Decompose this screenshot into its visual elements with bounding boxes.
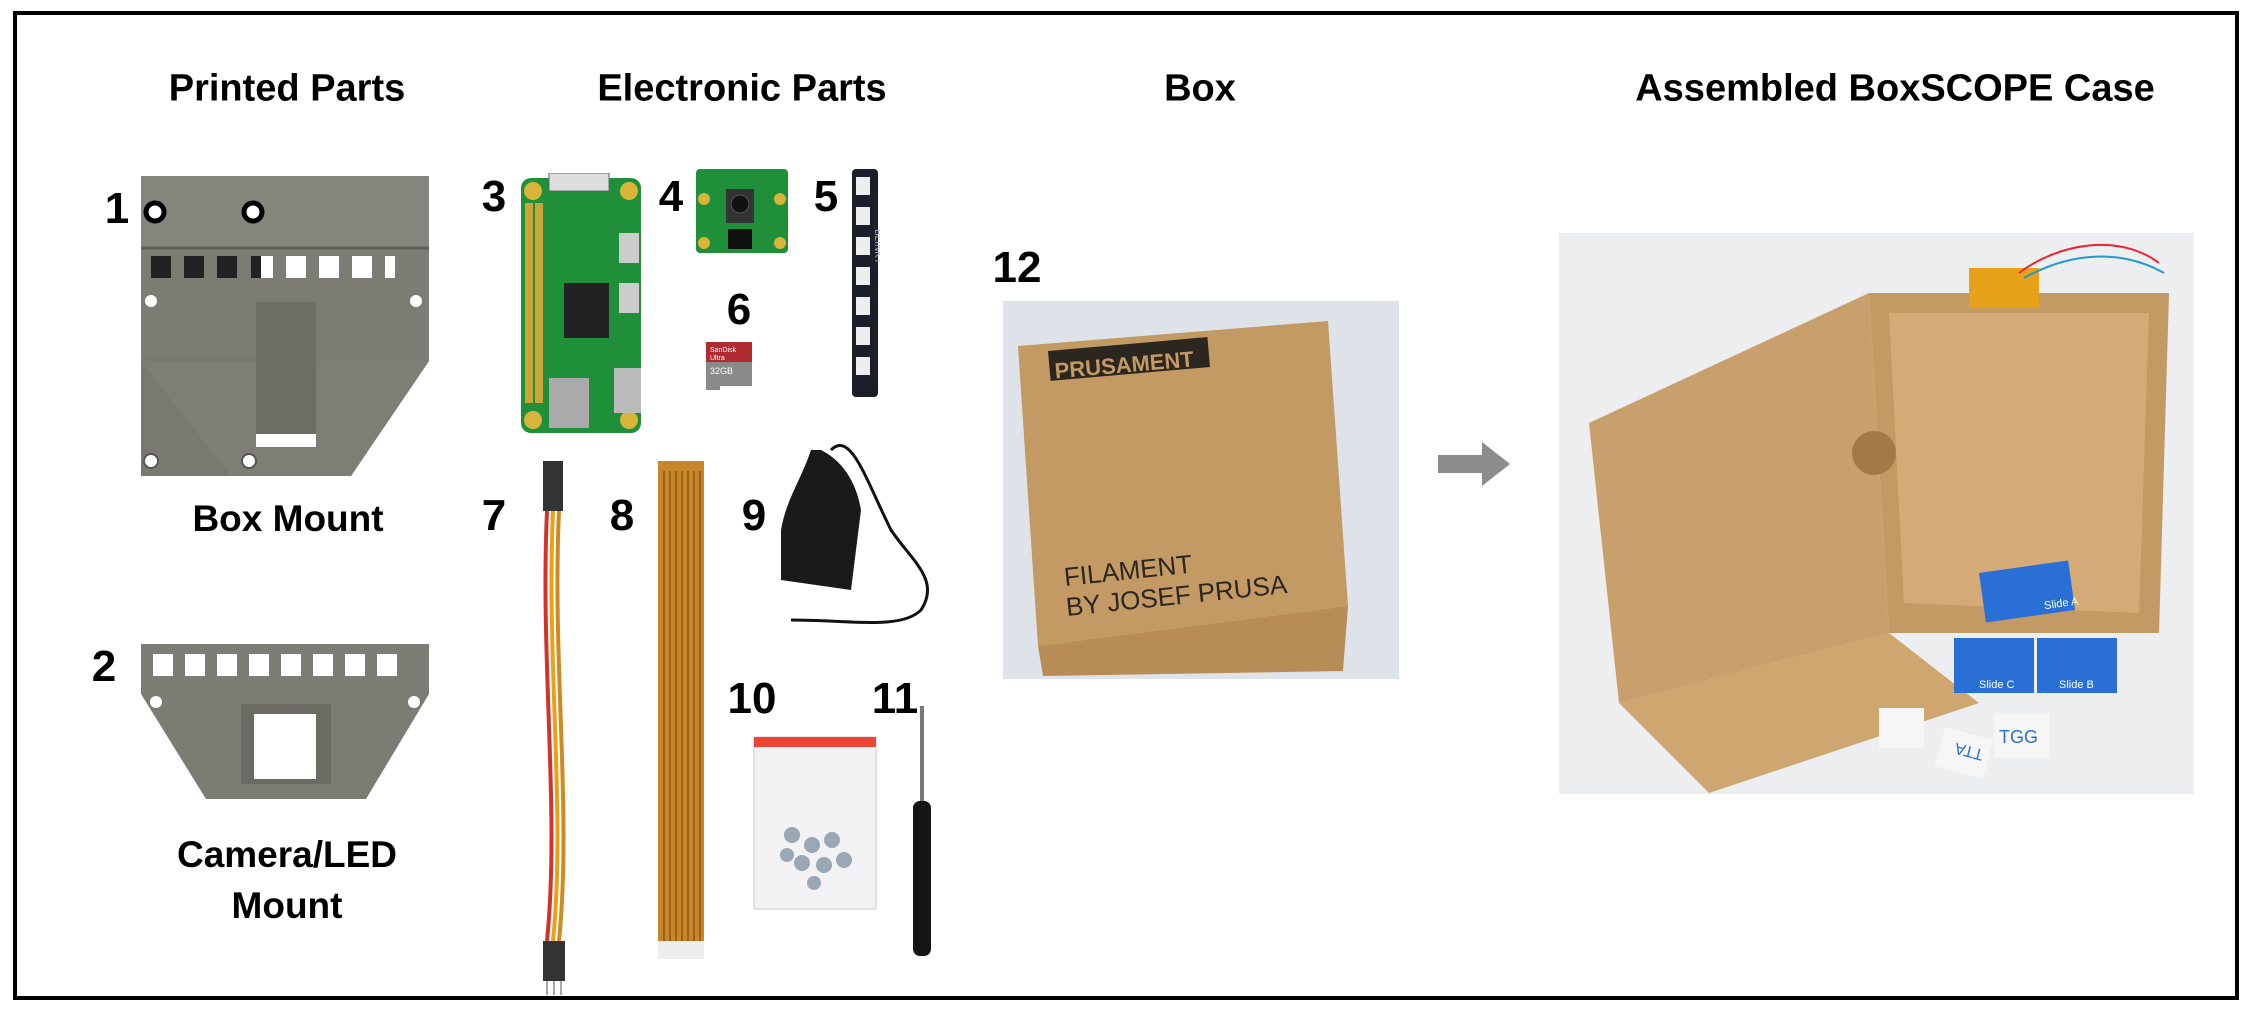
- power-adapter-image: [781, 444, 929, 624]
- camera-module-image: [696, 169, 788, 253]
- slide-a-text: Slide A: [2043, 595, 2079, 612]
- part-number-11: 11: [871, 674, 919, 723]
- led-strip-text: BLINKT: [872, 229, 880, 264]
- raspberry-pi-zero-image: [521, 173, 641, 433]
- heading-electronic-parts: Electronic Parts: [597, 67, 887, 110]
- label-box-mount: Box Mount: [192, 498, 384, 539]
- part-number-2: 2: [91, 642, 117, 691]
- part-number-10: 10: [727, 674, 777, 723]
- sd-line-text: Ultra: [710, 355, 725, 362]
- prusament-box-photo: PRUSAMENT FILAMENT BY JOSEF PRUSA: [1003, 301, 1399, 679]
- jumper-cable-image: [543, 461, 566, 995]
- sd-brand-text: SanDisk: [710, 347, 737, 354]
- part-number-3: 3: [481, 172, 507, 221]
- heading-box: Box: [1164, 67, 1236, 110]
- part-number-6: 6: [726, 285, 752, 334]
- assembled-case-photo: Slide A Slide C Slide B TTA TGG: [1559, 233, 2194, 794]
- part-number-7: 7: [481, 491, 507, 540]
- part-number-1: 1: [104, 184, 130, 233]
- figure-frame: [13, 11, 2239, 1000]
- part-number-12: 12: [992, 243, 1042, 292]
- slide-b-text: Slide B: [2059, 679, 2094, 691]
- box-mount-image: [141, 176, 429, 476]
- part-number-8: 8: [609, 491, 635, 540]
- slide-c-text: Slide C: [1979, 679, 2015, 691]
- screwdriver-image: [913, 706, 931, 956]
- led-strip-image: BLINKT: [852, 169, 880, 397]
- ribbon-cable-image: [658, 461, 704, 959]
- part-number-5: 5: [813, 172, 839, 221]
- label-camera-led-line1: Camera/LED: [176, 834, 398, 875]
- right-arrow-icon: [1438, 442, 1510, 486]
- part-number-9: 9: [741, 491, 767, 540]
- tile-tgg-text: TGG: [1999, 727, 2038, 747]
- heading-printed-parts: Printed Parts: [168, 67, 406, 110]
- label-camera-led-line2: Mount: [231, 885, 343, 926]
- heading-assembled-case: Assembled BoxSCOPE Case: [1635, 67, 2155, 110]
- sd-card-image: SanDisk Ultra 32GB: [706, 342, 752, 390]
- screws-bag-image: [753, 736, 877, 910]
- part-number-4: 4: [658, 172, 684, 221]
- camera-led-mount-image: [141, 644, 429, 799]
- sd-capacity-text: 32GB: [710, 366, 733, 376]
